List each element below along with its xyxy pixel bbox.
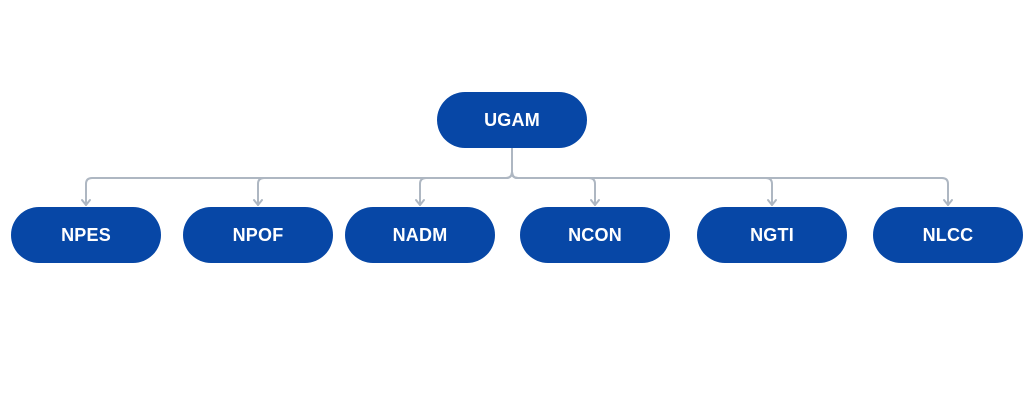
child-node-label: NCON: [568, 225, 622, 245]
connector-branch: [85, 171, 513, 206]
child-node-npof[interactable]: NPOF: [183, 207, 333, 263]
connector-branch: [419, 171, 513, 206]
child-node-label: NPES: [61, 225, 111, 245]
child-node-nlcc[interactable]: NLCC: [873, 207, 1023, 263]
child-node-ncon[interactable]: NCON: [520, 207, 670, 263]
child-node-label: NLCC: [922, 225, 974, 245]
connector-arrowhead: [253, 199, 263, 206]
connector-branch: [511, 171, 596, 206]
child-node-nadm[interactable]: NADM: [345, 207, 495, 263]
connector-arrowhead: [767, 199, 777, 206]
connector-branch: [511, 171, 949, 206]
connector-branch: [511, 171, 773, 206]
child-node-label: NADM: [392, 225, 448, 245]
connector-arrowhead: [81, 199, 91, 206]
child-node-label: NPOF: [232, 225, 284, 245]
connector-arrowhead: [590, 199, 600, 206]
connector-arrowhead: [943, 199, 953, 206]
child-node-ngti[interactable]: NGTI: [697, 207, 847, 263]
child-node-label: NGTI: [750, 225, 794, 245]
root-node-label: UGAM: [484, 110, 540, 130]
child-node-npes[interactable]: NPES: [11, 207, 161, 263]
connector-arrowhead: [415, 199, 425, 206]
root-node-ugam[interactable]: UGAM: [437, 92, 587, 148]
connector-branch: [257, 171, 513, 206]
